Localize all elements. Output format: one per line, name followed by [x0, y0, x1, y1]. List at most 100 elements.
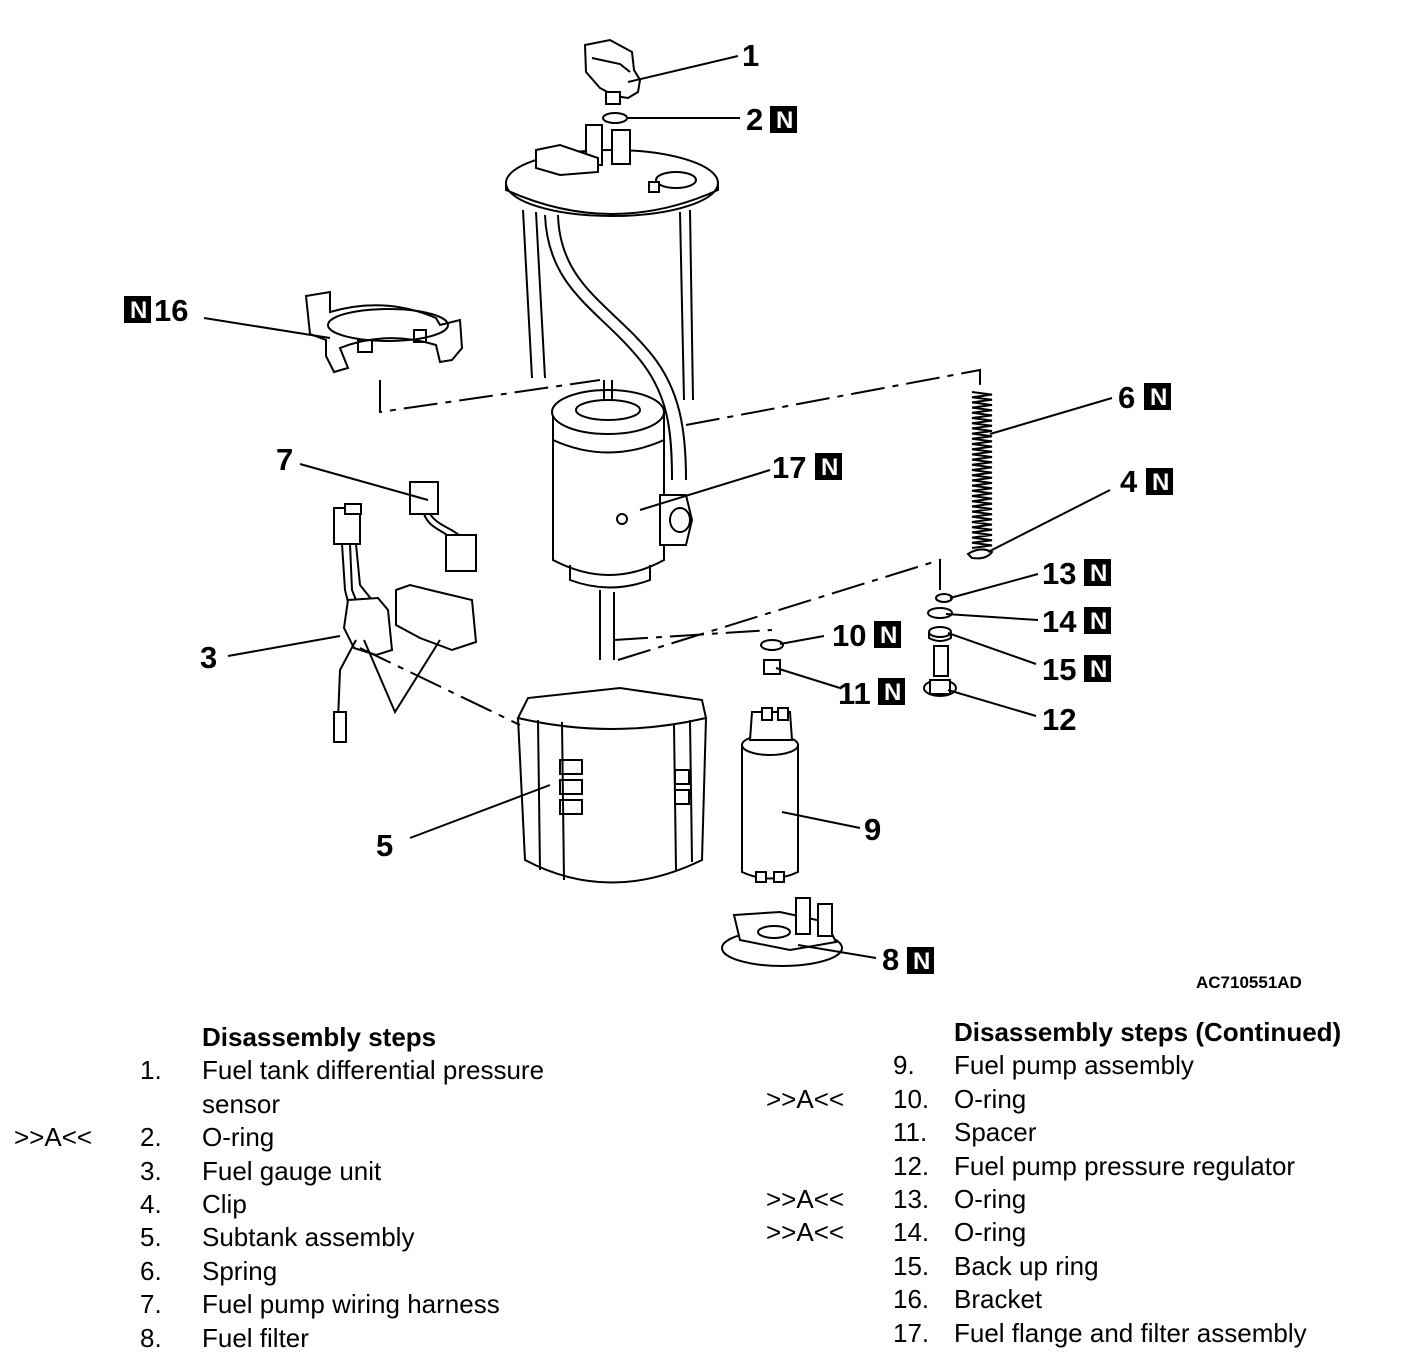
step-row: 6. Spring [0, 1255, 700, 1288]
part-fuel-filter-canister [551, 380, 694, 589]
part-wiring-harness [409, 481, 477, 572]
part-spring [971, 391, 993, 549]
step-text: Fuel pump wiring harness [202, 1289, 500, 1320]
part-clip [966, 548, 994, 560]
svg-text:8: 8 [882, 942, 899, 977]
part-o-ring-13 [935, 593, 953, 603]
step-number: 7. [140, 1289, 162, 1320]
svg-text:3: 3 [200, 640, 217, 675]
step-number: 1. [140, 1055, 162, 1086]
svg-text:2: 2 [746, 102, 763, 137]
step-text: Fuel flange and filter assembly [954, 1317, 1307, 1348]
part-fuel-gauge-unit [333, 503, 478, 743]
part-fuel-flange-top [505, 124, 719, 217]
svg-text:15: 15 [1042, 652, 1076, 687]
part-o-ring-2 [602, 112, 628, 124]
svg-text:N: N [1090, 560, 1107, 587]
svg-text:7: 7 [276, 442, 293, 477]
step-text: Spring [202, 1255, 278, 1286]
step-text: Fuel pump assembly [954, 1050, 1194, 1081]
step-text: Bracket [954, 1284, 1043, 1315]
callout-7: 7 [276, 442, 293, 477]
part-fuel-filter [721, 897, 843, 967]
steps-heading: Disassembly steps (Continued) [954, 1017, 1342, 1047]
callout-17: 17 N [772, 450, 842, 485]
svg-text:4: 4 [1120, 464, 1138, 499]
step-row: 7. Fuel pump wiring harness [0, 1288, 700, 1321]
callout-3: 3 [200, 640, 217, 675]
part-filter-outlet-pipe [599, 590, 615, 660]
step-text: Subtank assembly [202, 1222, 415, 1253]
part-o-ring-10 [760, 639, 784, 651]
step-number: 13. [893, 1183, 930, 1214]
leader-lines [203, 55, 1113, 959]
step-row: 5.Subtank assembly [0, 1221, 700, 1254]
new-part-mark: N [874, 621, 901, 649]
new-part-mark: N [907, 947, 934, 975]
step-text: O-ring [954, 1183, 1027, 1214]
step-number: 4. [140, 1188, 162, 1219]
service-point-mark: >>A<< [766, 1217, 845, 1248]
step-number: 9. [893, 1050, 915, 1081]
part-pressure-regulator [923, 645, 957, 697]
step-number: 12. [893, 1150, 930, 1181]
part-subtank [516, 686, 708, 884]
callout-15: 15 N [1042, 652, 1111, 687]
step-text: Spacer [954, 1117, 1037, 1148]
step-text: Back up ring [954, 1250, 1099, 1281]
step-text: O-ring [954, 1217, 1027, 1248]
new-part-mark: N [1144, 383, 1171, 411]
disassembly-steps-continued-list: Disassembly steps (Continued) 9. Fuel pum… [700, 1016, 1408, 1350]
new-part-mark: N [1146, 468, 1173, 496]
callout-14: 14 N [1042, 604, 1111, 639]
step-text: O-ring [202, 1122, 275, 1153]
step-number: 15. [893, 1250, 930, 1281]
step-number: 16. [893, 1284, 930, 1315]
svg-text:N: N [884, 679, 901, 706]
step-row: 12.Fuel pump pressure regulator [700, 1150, 1408, 1183]
callout-16: N 16 [124, 293, 188, 328]
step-row: 1. Fuel tank differential pressure [0, 1054, 700, 1087]
step-number: 17. [893, 1317, 930, 1348]
part-fuel-pump [741, 707, 799, 883]
new-part-mark: N [1084, 559, 1111, 587]
step-number: 2. [140, 1122, 162, 1153]
step-number: 11. [893, 1117, 928, 1148]
step-row: 8.Fuel filter [0, 1322, 700, 1355]
svg-text:13: 13 [1042, 556, 1076, 591]
steps-heading: Disassembly steps [202, 1022, 437, 1052]
step-row: 3. Fuel gauge unit [0, 1155, 700, 1188]
step-row: 9. Fuel pump assembly [700, 1049, 1408, 1082]
step-row: sensor [0, 1088, 700, 1121]
part-bracket [304, 290, 464, 374]
step-number: 3. [140, 1155, 162, 1186]
disassembly-steps-list: Disassembly steps 1. Fuel tank differenti… [0, 1021, 700, 1355]
new-part-mark: N [124, 296, 151, 324]
step-text: Fuel gauge unit [202, 1155, 382, 1186]
step-number: 10. [893, 1083, 930, 1114]
svg-text:N: N [821, 454, 838, 481]
part-flange-pipes [522, 209, 694, 481]
svg-text:5: 5 [376, 828, 393, 863]
step-row: >>A<<13.O-ring [700, 1183, 1408, 1216]
step-number: 6. [140, 1255, 162, 1286]
step-text: Fuel tank differential pressure [202, 1055, 545, 1086]
part-back-up-ring [928, 626, 952, 642]
step-row: 17. Fuel flange and filter assembly [700, 1317, 1408, 1350]
callout-5: 5 [376, 828, 393, 863]
callout-6: 6 N [1118, 380, 1171, 415]
callout-8: 8 N [882, 942, 934, 977]
svg-text:11: 11 [838, 676, 871, 711]
step-number: 14. [893, 1217, 930, 1248]
service-point-mark: >>A<< [14, 1122, 93, 1153]
step-row: 15. Back up ring [700, 1250, 1408, 1283]
step-row: >>A<< 14. O-ring [700, 1216, 1408, 1249]
callout-2: 2 N [746, 102, 797, 137]
step-row: >>A<< 2. O-ring [0, 1121, 700, 1154]
svg-text:N: N [880, 622, 897, 649]
callout-1: 1 [742, 38, 759, 73]
step-text: sensor [202, 1088, 281, 1119]
part-o-ring-14 [927, 607, 953, 619]
new-part-mark: N [878, 678, 905, 706]
exploded-parts-diagram: 1 2 N 3 4 N 5 6 N 7 8 N 9 10 N 11 N 12 1… [124, 38, 1302, 992]
